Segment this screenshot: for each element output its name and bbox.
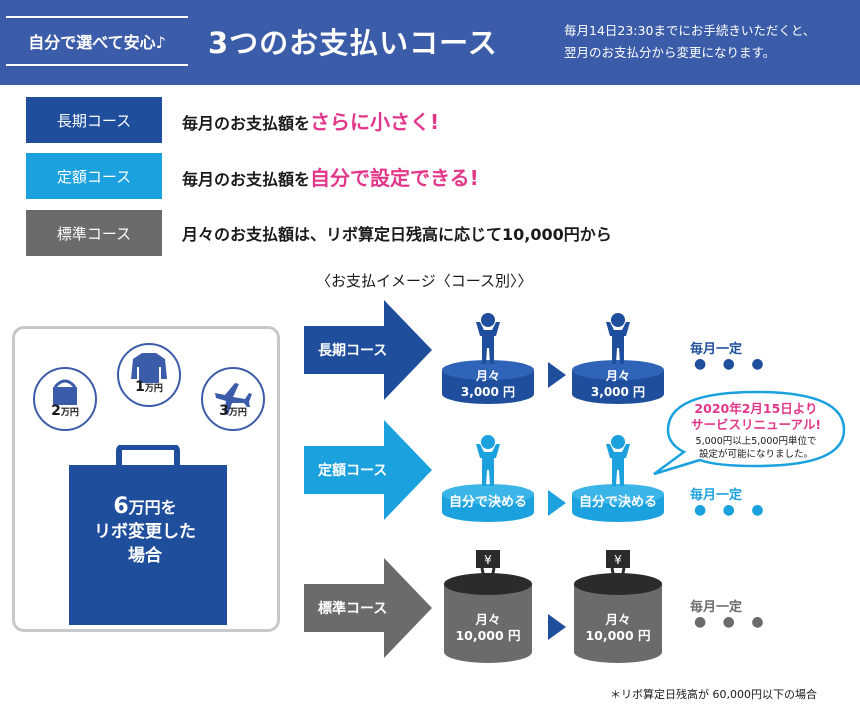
course-desc-standard-text: 月々のお支払額は、リボ算定日残高に応じて10,000円から	[182, 225, 612, 244]
bubble-bag-amount: 2万円	[51, 403, 79, 419]
standard-step2-label: 月々 10,000 円	[574, 612, 662, 644]
course-desc-fixed-prefix: 毎月のお支払額を	[182, 169, 311, 189]
shopping-bag-illustration	[69, 445, 227, 625]
standard-step1: ¥	[444, 550, 532, 663]
course-desc-standard: 月々のお支払額は、リボ算定日残高に応じて10,000円から	[182, 221, 612, 245]
standard-step2: ¥	[574, 550, 662, 663]
bag-label-line3: 場合	[128, 546, 162, 566]
callout-title-line2: サービスリニューアル!	[690, 417, 822, 432]
bubble-airplane-amount: 3万円	[219, 403, 247, 419]
person-icon-long-2	[606, 313, 630, 364]
page-title: 3つのお支払いコース	[208, 26, 498, 60]
course-desc-long: 毎月のお支払額をさらに小さく!	[182, 106, 439, 135]
renewal-callout: 2020年2月15日より サービスリニューアル! 5,000円以上5,000円単…	[668, 392, 844, 464]
bag-label-amount: 6	[113, 494, 129, 519]
bubble-jacket: 1万円	[117, 343, 181, 407]
course-desc-long-prefix: 毎月のお支払額を	[182, 113, 311, 133]
standard-step1-line1: 月々	[475, 612, 501, 627]
standard-step2-line2: 10,000 円	[585, 628, 651, 643]
course-row-fixed: 定額コース 毎月のお支払額を自分で設定できる!	[26, 152, 479, 200]
fixed-label-standard: 毎月一定	[690, 600, 743, 615]
bag-label-unit: 万円を	[128, 498, 177, 517]
bag-label: 6万円を リボ変更した 場合	[66, 495, 224, 568]
course-row-long: 長期コース 毎月のお支払額をさらに小さく!	[26, 96, 439, 144]
callout-body-line2: 設定が可能になりました。	[698, 449, 813, 460]
person-icon-fixed-1	[476, 435, 500, 486]
header-note: 毎月14日23:30までにお手続きいただくと、 翌月のお支払分から変更になります…	[564, 20, 815, 64]
airplane-icon	[215, 383, 252, 415]
flow-label-fixed-text: 定額コース	[318, 463, 388, 479]
course-badge-standard: 標準コース	[26, 210, 162, 256]
standard-step2-line1: 月々	[605, 612, 631, 627]
long-step1-line2: 3,000 円	[460, 385, 516, 399]
header-note-line2: 翌月のお支払分から変更になります。	[564, 45, 776, 60]
flow-label-standard: 標準コース	[304, 584, 388, 632]
yen-sign-icon-1: ¥	[476, 550, 500, 582]
flow-label-standard-text: 標準コース	[318, 601, 388, 617]
callout-title-line1: 2020年2月15日より	[694, 401, 818, 416]
standard-step1-line2: 10,000 円	[455, 628, 521, 643]
fixed-step2-label: 自分で決める	[578, 495, 657, 510]
callout-body-line1: 5,000円以上5,000円単位で	[695, 436, 817, 447]
bubble-bag: 2万円	[33, 367, 97, 431]
person-icon-fixed-2	[606, 435, 630, 486]
flow-label-fixed: 定額コース	[304, 446, 388, 494]
standard-step1-label: 月々 10,000 円	[444, 612, 532, 644]
dots-standard: ● ● ●	[694, 614, 770, 630]
bubble-jacket-amount: 1万円	[135, 379, 163, 395]
example-panel: 2万円 1万円 3万円	[12, 326, 280, 632]
course-desc-fixed-highlight: 自分で設定できる!	[310, 165, 479, 190]
long-step2-line1: 月々	[605, 369, 630, 383]
yen-sign-icon-2: ¥	[606, 550, 630, 582]
fixed-label-long: 毎月一定	[690, 342, 743, 357]
connector-arrow-standard	[548, 614, 566, 640]
svg-text:¥: ¥	[484, 553, 492, 567]
person-icon-long-1	[476, 313, 500, 364]
course-badge-fixed: 定額コース	[26, 153, 162, 199]
dots-fixed: ● ● ●	[694, 502, 770, 518]
long-step2-label: 月々 3,000 円	[572, 368, 664, 400]
fixed-step1-label: 自分で決める	[448, 495, 527, 510]
course-row-standard: 標準コース 月々のお支払額は、リボ算定日残高に応じて10,000円から	[26, 209, 612, 257]
footnote: ＊リボ算定日残高が 60,000円以下の場合	[610, 688, 817, 701]
header-note-line1: 毎月14日23:30までにお手続きいただくと、	[564, 23, 816, 38]
course-desc-fixed: 毎月のお支払額を自分で設定できる!	[182, 162, 479, 191]
long-step2-line2: 3,000 円	[590, 385, 646, 399]
flow-label-long: 長期コース	[304, 326, 388, 374]
bubble-airplane: 3万円	[201, 367, 265, 431]
svg-text:¥: ¥	[614, 553, 622, 567]
long-step1-label: 月々 3,000 円	[442, 368, 534, 400]
dots-long: ● ● ●	[694, 356, 770, 372]
course-badge-long: 長期コース	[26, 97, 162, 143]
course-desc-long-highlight: さらに小さく!	[310, 109, 440, 134]
header-banner: 自分で選べて安心♪ 3つのお支払いコース 毎月14日23:30までにお手続きいた…	[0, 0, 860, 85]
bag-label-line2: リボ変更した	[94, 522, 196, 542]
jacket-icon	[131, 353, 167, 383]
image-caption: 〈お支払イメージ〈コース別〉〉	[316, 272, 533, 290]
header-tag: 自分で選べて安心♪	[6, 16, 188, 66]
flow-label-long-text: 長期コース	[318, 343, 388, 359]
connector-arrow-long	[548, 362, 566, 388]
connector-arrow-fixed	[548, 490, 566, 516]
shopping-bag-icon	[53, 379, 77, 405]
long-step1-line1: 月々	[475, 369, 500, 383]
fixed-label-fixed: 毎月一定	[690, 488, 743, 503]
